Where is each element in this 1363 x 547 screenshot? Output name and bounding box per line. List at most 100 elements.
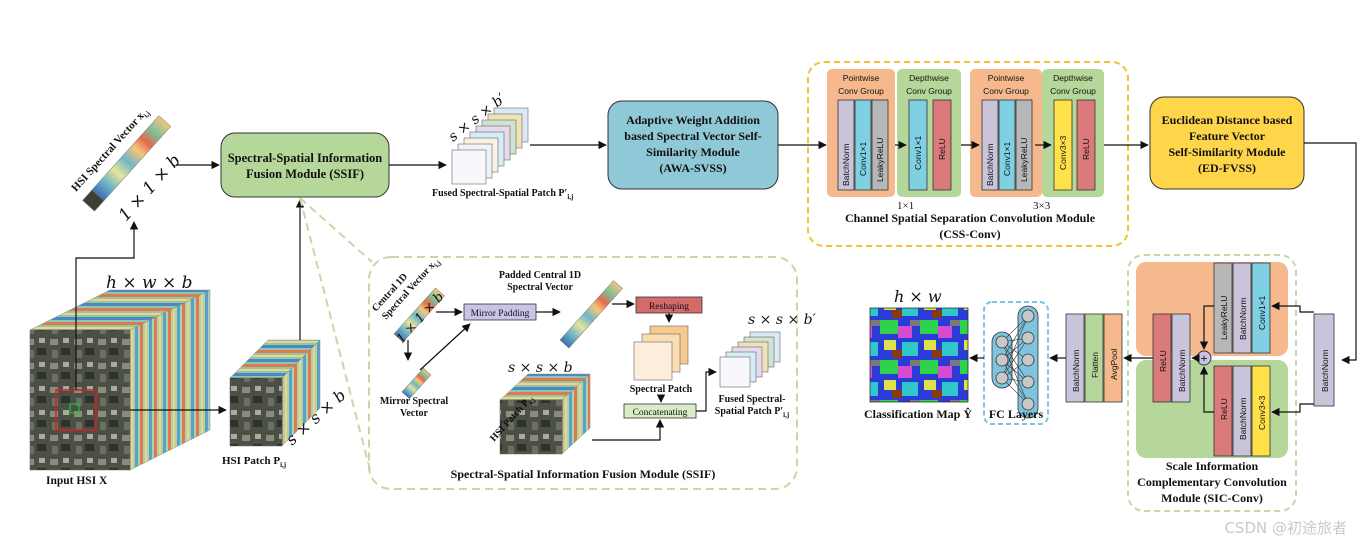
padded-line2: Spectral Vector bbox=[507, 282, 573, 293]
head-batchnorm-text: BatchNorm bbox=[1071, 349, 1081, 392]
sic-leakyrelu bbox=[1213, 262, 1233, 354]
concatenating-label: Concatenating bbox=[633, 408, 688, 418]
ssif-output-sub: i,j bbox=[783, 411, 789, 419]
sic-title-line1: Scale Information bbox=[1166, 459, 1259, 473]
sic-title-line3: Module (SIC-Conv) bbox=[1161, 491, 1263, 505]
css-conv3x3-text: Conv3×3 bbox=[1058, 135, 1068, 170]
head-avgpool-text: AvgPool bbox=[1109, 348, 1119, 380]
css-conv-dashed-frame bbox=[807, 61, 1129, 247]
sum-node-symbol: + bbox=[1201, 351, 1208, 365]
sic-relu-out-text: ReLU bbox=[1158, 350, 1168, 372]
ssif-output-line1: Fused Spectral- bbox=[719, 394, 786, 405]
ssif-detail-title: Spectral-Spatial Information Fusion Modu… bbox=[451, 467, 716, 481]
classification-map-label: Classification Map Ŷ bbox=[864, 407, 972, 421]
awa-line4: (AWA-SVSS) bbox=[659, 161, 726, 175]
fc-layers-label: FC Layers bbox=[989, 407, 1044, 421]
arrow-concat-to-output bbox=[696, 367, 717, 412]
cube-front-face bbox=[29, 329, 131, 471]
awa-line1: Adaptive Weight Addition bbox=[626, 113, 760, 127]
arrow-to-vector bbox=[75, 221, 139, 390]
sic-conv-dashed-frame bbox=[1127, 254, 1297, 512]
sic-leaky-text: LeakyReLU bbox=[1219, 296, 1229, 340]
padded-line1: Padded Central 1D bbox=[499, 270, 581, 281]
head-flatten bbox=[1084, 313, 1104, 403]
head-layer-bars bbox=[1065, 313, 1123, 403]
css-conv1x1-1 bbox=[854, 99, 872, 191]
sic-batchnorm-low bbox=[1232, 365, 1252, 457]
central-vector bbox=[393, 287, 445, 343]
arrow-lower-to-sum bbox=[1199, 366, 1214, 413]
ed-fvss-box bbox=[1149, 96, 1305, 190]
input-hsi-cube bbox=[29, 289, 211, 471]
mirror-padding-label: Mirror Padding bbox=[471, 309, 530, 319]
ssif-output-line2: Spatial Patch P′ bbox=[715, 406, 784, 417]
sic-relu-low bbox=[1213, 365, 1233, 457]
css-relu-2-text: ReLU bbox=[1081, 138, 1091, 160]
zoom-line-lower bbox=[299, 197, 371, 471]
padded-vector bbox=[559, 280, 623, 349]
input-hsi-label: Input HSI X bbox=[46, 475, 108, 487]
ed-line4: (ED-FVSS) bbox=[1198, 161, 1256, 175]
ssif-box-line1: Spectral-Spatial Information bbox=[228, 151, 383, 165]
reshaping-label: Reshaping bbox=[649, 302, 689, 312]
sic-conv3x3-text: Conv3×3 bbox=[1257, 395, 1267, 430]
arrow-bn-to-upper bbox=[1271, 301, 1314, 313]
dw1-label-1: Depthwise bbox=[909, 73, 949, 83]
pw2-label-1: Pointwise bbox=[988, 73, 1025, 83]
ed-line1: Euclidean Distance based bbox=[1162, 113, 1293, 127]
fused-patch-sub: i,j bbox=[567, 193, 573, 201]
ssif-hsi-patch bbox=[499, 373, 591, 455]
sic-relu-low-text: ReLU bbox=[1219, 398, 1229, 420]
cube-dims-label: h × w × b bbox=[106, 273, 193, 293]
svg-text:Spatial Patch P′i,j: Spatial Patch P′i,j bbox=[715, 406, 789, 419]
css-title-line1: Channel Spatial Separation Convolution M… bbox=[845, 211, 1096, 225]
sic-bn-in-text: BatchNorm bbox=[1320, 349, 1330, 392]
arrow-mirrorvec-to-padding bbox=[419, 323, 471, 371]
central-sub: i,j bbox=[433, 259, 443, 269]
arrow-patch-to-concat bbox=[592, 419, 665, 441]
pw1-label-2: Conv Group bbox=[838, 86, 884, 96]
css-batchnorm-2-text: BatchNorm bbox=[985, 143, 995, 186]
zoom-line-upper bbox=[299, 197, 373, 263]
fc-network bbox=[991, 305, 1039, 419]
dw2-label-2: Conv Group bbox=[1050, 86, 1096, 96]
head-avgpool bbox=[1103, 313, 1123, 403]
watermark-text: CSDN @初途旅者 bbox=[1224, 519, 1347, 537]
css-leakyrelu-1-text: LeakyReLU bbox=[875, 138, 885, 182]
sic-batchnorm-in bbox=[1313, 313, 1335, 407]
ssif-detail-frame bbox=[368, 256, 798, 490]
css-conv1x1-2 bbox=[998, 99, 1016, 191]
sic-batchnorm-out bbox=[1171, 313, 1191, 403]
sic-conv1x1 bbox=[1251, 262, 1271, 354]
ed-line3: Self-Similarity Module bbox=[1169, 145, 1287, 159]
mirror-spectral-vector bbox=[401, 367, 432, 400]
ssif-output-dims: s × s × b′ bbox=[748, 312, 817, 328]
ssif-hsi-patch-sub: i,j bbox=[527, 396, 537, 406]
hsi-vector-sub: i,j bbox=[142, 110, 152, 120]
hsi-patch-sub: i,j bbox=[280, 461, 286, 469]
awa-line3: Similarity Module bbox=[646, 145, 740, 159]
css-dw-conv1x1-text: Conv1×1 bbox=[913, 135, 923, 170]
sic-batchnorm-up bbox=[1232, 262, 1252, 354]
spectral-patch-label: Spectral Patch bbox=[630, 384, 693, 395]
sic-bn-out-text: BatchNorm bbox=[1177, 349, 1187, 392]
sic-bn-up-text: BatchNorm bbox=[1238, 297, 1248, 340]
svg-text:Fused Spectral-Spatial Patch P: Fused Spectral-Spatial Patch P′i,j bbox=[432, 188, 573, 201]
svg-text:HSI Patch Pi,j: HSI Patch Pi,j bbox=[222, 455, 286, 469]
head-flatten-text: Flatten bbox=[1090, 352, 1100, 378]
pixel-highlight bbox=[69, 403, 80, 414]
css-leakyrelu-2-text: LeakyReLU bbox=[1019, 138, 1029, 182]
hsi-patch-cube bbox=[229, 339, 321, 447]
arrow-bn-to-lower bbox=[1271, 403, 1314, 417]
awa-line2: based Spectral Vector Self- bbox=[624, 129, 761, 143]
css-batchnorm-2 bbox=[981, 99, 999, 191]
ssif-module-box bbox=[220, 132, 390, 198]
sic-conv1x1-text: Conv1×1 bbox=[1257, 295, 1267, 330]
css-relu-2 bbox=[1076, 99, 1096, 191]
sic-title-line2: Complementary Convolution bbox=[1137, 475, 1287, 489]
mirror-vector-line2: Vector bbox=[400, 408, 429, 419]
ssif-box-line2: Fusion Module (SSIF) bbox=[246, 167, 364, 181]
css-conv1x1-2-text: Conv1×1 bbox=[1002, 141, 1012, 176]
pw1-label-1: Pointwise bbox=[843, 73, 880, 83]
